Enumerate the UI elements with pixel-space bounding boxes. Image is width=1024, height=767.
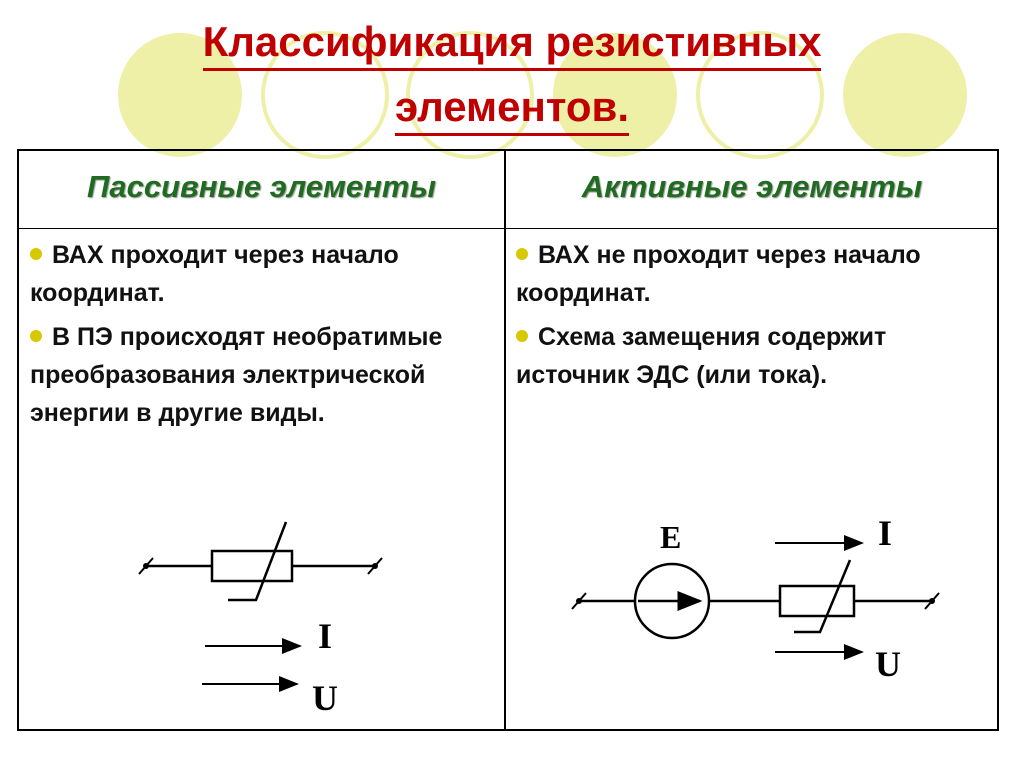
voltage-label: U: [312, 678, 338, 718]
table-header-divider: [17, 228, 999, 229]
bullet-dot-icon: [516, 330, 528, 342]
current-label: I: [878, 513, 892, 553]
passive-elements-header: Пассивные элементы: [87, 169, 436, 204]
deco-circle: [118, 33, 242, 157]
slide-title-line2: элементов.: [394, 81, 630, 136]
slide-title: Классификация резистивных элементов.: [0, 16, 1024, 136]
classification-table: [17, 149, 999, 731]
emf-source-icon: [633, 562, 711, 640]
bullet-dot-icon: [516, 248, 528, 260]
list-item: В ПЭ происходят необратимые преобразован…: [30, 318, 490, 432]
list-item-text: ВАХ проходит через начало координат.: [30, 241, 399, 307]
deco-circle: [843, 33, 967, 157]
deco-circle: [406, 31, 534, 159]
bullet-dot-icon: [30, 248, 42, 260]
active-circuit-diagram: E I U: [571, 513, 940, 684]
emf-label: E: [660, 519, 681, 555]
passive-resistor-diagram: I U: [138, 521, 383, 718]
list-item-text: Схема замещения содержит источник ЭДС (и…: [516, 323, 887, 389]
nonlinear-resistor-icon: [210, 549, 294, 583]
current-label: I: [318, 616, 332, 656]
nonlinear-resistor-icon: [778, 584, 856, 618]
bullet-dot-icon: [30, 330, 42, 342]
voltage-label: U: [875, 644, 901, 684]
slide-title-line1: Классификация резистивных: [202, 16, 822, 71]
list-item: ВАХ не проходит через начало координат.: [516, 236, 994, 312]
deco-circle: [696, 31, 824, 159]
list-item: Схема замещения содержит источник ЭДС (и…: [516, 318, 994, 394]
list-item-text: ВАХ не проходит через начало координат.: [516, 241, 921, 307]
list-item-text: В ПЭ происходят необратимые преобразован…: [30, 323, 443, 427]
passive-elements-list: ВАХ проходит через начало координат. В П…: [30, 236, 490, 438]
deco-circle: [553, 33, 677, 157]
table-column-divider: [504, 149, 506, 731]
active-elements-list: ВАХ не проходит через начало координат. …: [516, 236, 994, 400]
deco-circle: [261, 31, 389, 159]
active-elements-header: Активные элементы: [581, 169, 923, 204]
list-item: ВАХ проходит через начало координат.: [30, 236, 490, 312]
